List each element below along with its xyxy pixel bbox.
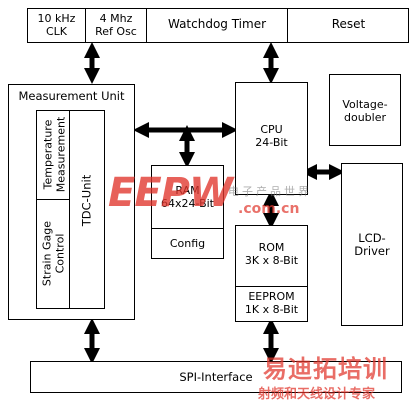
rom-block — [235, 225, 308, 287]
ram-block — [151, 165, 224, 229]
watchdog-block — [146, 8, 288, 43]
cpu-line2: 24-Bit — [255, 136, 288, 149]
voltage-line1: Voltage- — [342, 98, 388, 111]
clk-line2: CLK — [45, 25, 68, 38]
ram-line2: 64x24-Bit — [161, 197, 214, 210]
config-block — [151, 228, 224, 259]
lcd-line1: LCD- — [358, 231, 386, 245]
tdc-unit-block — [69, 110, 105, 309]
eeprom-line2: 1K x 8-Bit — [244, 303, 299, 316]
voltage-doubler-block — [329, 74, 401, 146]
ram-line1: RAM — [175, 184, 200, 197]
cpu-block — [235, 82, 308, 195]
strain-gage-line1: Strain Gage — [40, 220, 54, 287]
clk-line1: 10 kHz — [37, 12, 76, 25]
watchdog-label: Watchdog Timer — [167, 17, 267, 31]
cpu-line1: CPU — [260, 123, 283, 136]
eepw-watermark-url: .com.cn — [238, 201, 300, 217]
tdc-unit-label: TDC-Unit — [79, 174, 94, 227]
spi-label: SPI-Interface — [179, 370, 253, 384]
spi-interface-block — [30, 361, 402, 393]
measurement-unit-title: Measurement Unit — [18, 89, 125, 103]
temperature-line1: Temperature — [41, 119, 55, 190]
rom-line1: ROM — [258, 241, 285, 254]
lcd-line2: Driver — [354, 244, 390, 258]
osc-line2: Ref Osc — [95, 25, 137, 38]
clk-block — [27, 8, 86, 43]
eepw-watermark-logo: EEPW — [108, 170, 233, 216]
osc-line1: 4 Mhz — [99, 12, 133, 25]
strain-gage-line2: Control — [53, 233, 67, 274]
temperature-line2: Measurement — [54, 116, 68, 193]
config-label: Config — [169, 237, 206, 250]
eeprom-block — [235, 286, 308, 322]
lcd-driver-block — [341, 163, 403, 326]
eepw-watermark-cn: 电子产品世界 — [228, 185, 312, 198]
bottom-watermark-title: 易迪拓培训 — [263, 355, 388, 383]
reset-label: Reset — [331, 17, 366, 31]
eeprom-line1: EEPROM — [248, 290, 295, 303]
rom-line2: 3K x 8-Bit — [244, 254, 299, 267]
voltage-line2: doubler — [343, 111, 386, 124]
bottom-watermark-subtitle: 射频和天线设计专家 — [258, 387, 376, 402]
